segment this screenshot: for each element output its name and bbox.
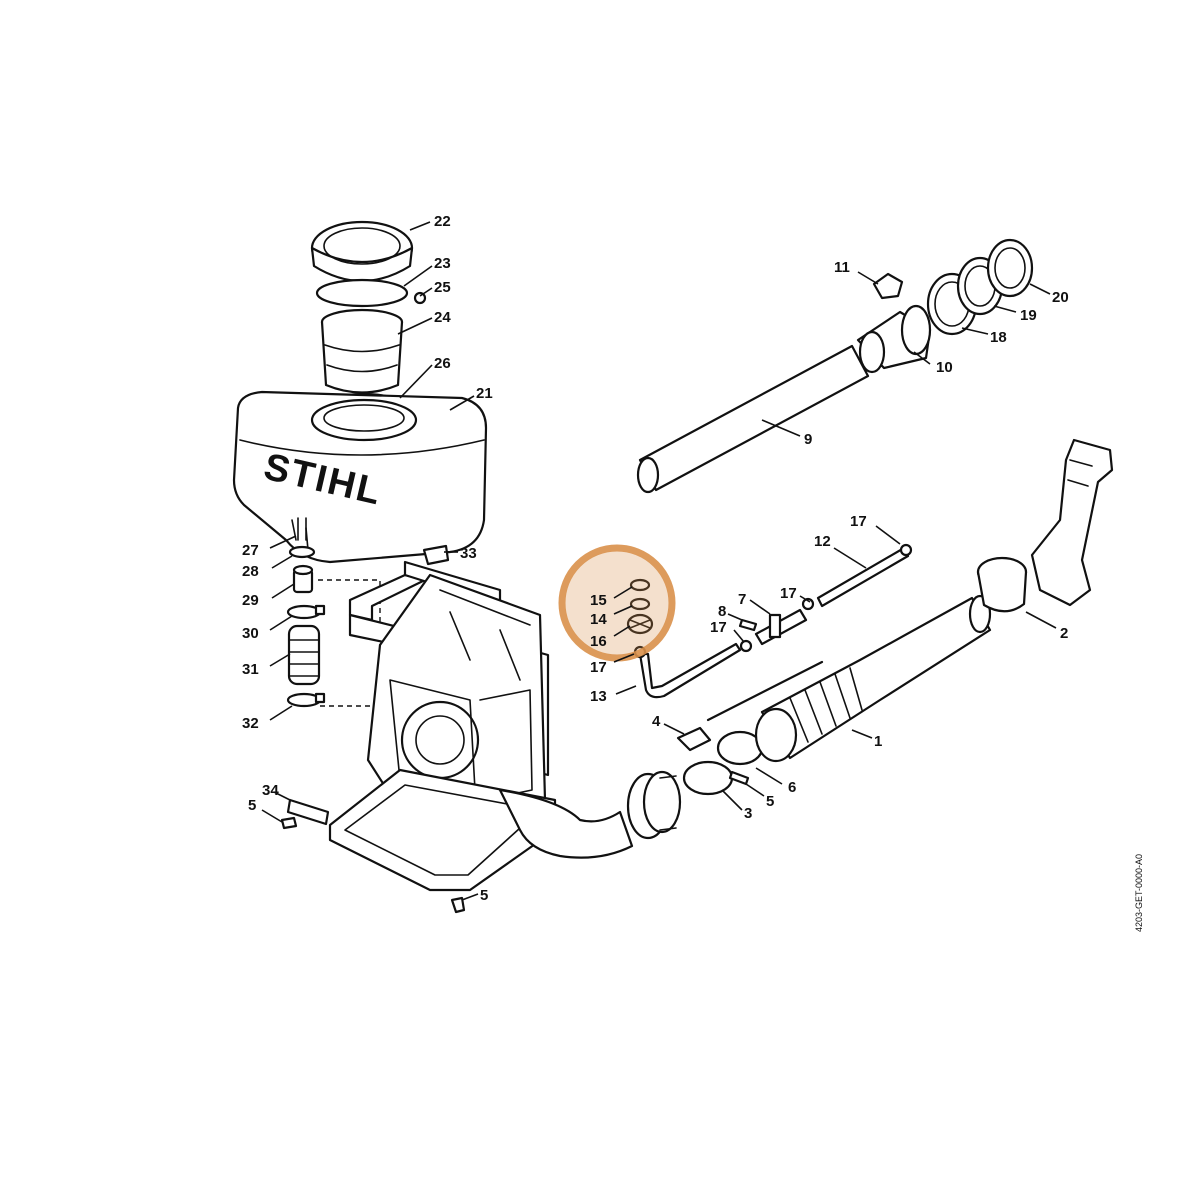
strainer-basket[interactable] <box>320 308 404 394</box>
screw-8[interactable] <box>738 618 758 632</box>
chemical-tank[interactable]: STIHL <box>232 390 488 564</box>
callout-33: 33 <box>460 545 477 562</box>
callout-23: 23 <box>434 255 451 272</box>
hose-clamp-32[interactable] <box>286 692 326 708</box>
callout-28: 28 <box>242 563 259 580</box>
tube-12[interactable] <box>816 543 913 608</box>
callout-31: 31 <box>242 661 259 678</box>
callout-21: 21 <box>476 385 493 402</box>
callout-11: 11 <box>834 259 850 276</box>
knob-11[interactable] <box>872 272 904 300</box>
callout-1: 1 <box>874 733 882 750</box>
callout-26: 26 <box>434 355 451 372</box>
callout-4: 4 <box>652 713 661 730</box>
plug-17-c[interactable] <box>739 639 753 653</box>
control-handle-2[interactable] <box>1030 438 1114 607</box>
leader-lines <box>261 221 1057 901</box>
callout-5-right: 5 <box>766 793 774 810</box>
small-screw-25[interactable] <box>413 291 427 305</box>
callout-22: 22 <box>434 213 451 230</box>
callout-19: 19 <box>1020 307 1037 324</box>
callout-13: 13 <box>590 688 607 705</box>
sleeve-2[interactable] <box>976 556 1028 613</box>
callout-17-mid: 17 <box>780 585 797 602</box>
label-plate-34[interactable] <box>286 798 330 826</box>
callout-24: 24 <box>434 309 451 326</box>
callout-3: 3 <box>744 805 752 822</box>
screw-5-left[interactable] <box>280 816 298 830</box>
highlight-fill <box>565 551 669 655</box>
clip-4[interactable] <box>676 726 712 752</box>
callout-25: 25 <box>434 279 451 296</box>
callout-29: 29 <box>242 592 259 609</box>
seal-15[interactable] <box>629 578 651 592</box>
callout-27: 27 <box>242 542 259 559</box>
callout-8: 8 <box>718 603 726 620</box>
hose-31[interactable] <box>287 624 321 686</box>
callout-9: 9 <box>804 431 812 448</box>
corrugated-hose-1[interactable] <box>754 594 992 763</box>
plug-17-b[interactable] <box>801 597 815 611</box>
elbow-pipe[interactable] <box>498 788 634 859</box>
callout-6: 6 <box>788 779 796 796</box>
washer-14[interactable] <box>629 597 651 611</box>
callout-32: 32 <box>242 715 259 732</box>
blow-tube-9[interactable] <box>636 344 870 494</box>
valve-7[interactable] <box>754 608 808 646</box>
callout-7: 7 <box>738 591 746 608</box>
nut-16[interactable] <box>626 613 654 635</box>
dosing-tube-13[interactable] <box>638 642 742 699</box>
callout-18: 18 <box>990 329 1007 346</box>
hose-clamp-30[interactable] <box>286 604 326 620</box>
nozzle-10[interactable] <box>856 304 932 374</box>
coupling-3[interactable] <box>626 770 682 840</box>
callout-17-top: 17 <box>850 513 867 530</box>
tank-cap[interactable] <box>310 220 414 282</box>
callout-17-left: 17 <box>710 619 727 636</box>
highlight-ring <box>558 544 676 662</box>
callout-5-left: 5 <box>248 797 256 814</box>
callout-10: 10 <box>936 359 953 376</box>
callout-labels: 22 23 25 24 26 21 27 28 29 30 31 32 33 3… <box>242 213 1069 904</box>
screen-20[interactable] <box>986 238 1034 298</box>
callout-14: 14 <box>590 611 607 628</box>
wire-rod[interactable] <box>706 660 824 722</box>
cap-seal-ring[interactable] <box>315 278 409 308</box>
callout-2: 2 <box>1060 625 1068 642</box>
callout-30: 30 <box>242 625 259 642</box>
tank-outlet-33[interactable] <box>422 544 450 566</box>
document-id: 4203-GET-0000-A0 <box>1134 854 1144 932</box>
callout-12: 12 <box>814 533 831 550</box>
callout-16: 16 <box>590 633 607 650</box>
callout-20: 20 <box>1052 289 1069 306</box>
callout-34: 34 <box>262 782 279 799</box>
base-plate[interactable] <box>328 768 557 892</box>
hose-clamp-3[interactable] <box>682 760 734 796</box>
callout-5-bottom: 5 <box>480 887 488 904</box>
blower-housing[interactable] <box>366 573 547 832</box>
screw-5-right[interactable] <box>728 770 750 786</box>
dosing-nozzle-29[interactable] <box>292 564 314 594</box>
callout-15: 15 <box>590 592 607 609</box>
screw-5-bottom[interactable] <box>450 896 466 914</box>
callout-17-low: 17 <box>590 659 607 676</box>
o-ring-28[interactable] <box>288 545 316 559</box>
